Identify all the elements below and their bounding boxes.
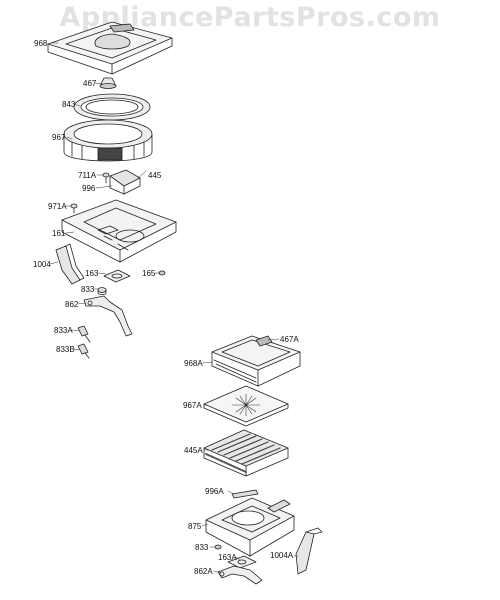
part-label-163a: 163A [218, 553, 237, 562]
part-label-711a: 711A [78, 171, 97, 180]
screw-833b-part [77, 343, 90, 359]
gasket-163a-part [227, 555, 257, 569]
part-label-843: 843 [62, 100, 76, 109]
part-label-833-lower: 833 [195, 543, 209, 552]
duct-1004-part [55, 243, 85, 285]
part-label-1004a: 1004A [270, 551, 294, 560]
part-label-996a: 996A [205, 487, 224, 496]
bracket-996-part [109, 169, 141, 195]
part-label-445a: 445A [184, 446, 203, 455]
part-label-996: 996 [82, 184, 96, 193]
air-cleaner-base-part [61, 199, 177, 263]
filter-sheet-967a-part [203, 385, 289, 427]
filter-445a-part [203, 429, 289, 477]
part-label-161: 161 [52, 229, 66, 238]
part-label-833: 833 [81, 285, 95, 294]
part-label-467: 467 [83, 79, 97, 88]
air-cleaner-cover-part [47, 21, 173, 75]
filter-ring-part [73, 93, 151, 121]
part-label-163: 163 [85, 269, 99, 278]
screw-971a-part [70, 203, 78, 214]
part-label-971a: 971A [48, 202, 67, 211]
link-862-part [83, 295, 133, 337]
base-875-part [205, 497, 295, 557]
nut-833-lower-part [214, 544, 222, 550]
cover-968a-part [211, 335, 301, 387]
part-label-967: 967 [52, 133, 66, 142]
knob-part [99, 77, 117, 89]
screw-711a-part [102, 172, 110, 184]
gasket-163-part [103, 269, 131, 283]
filter-base-part [63, 119, 153, 162]
part-label-968a: 968A [184, 359, 203, 368]
part-label-1004: 1004 [33, 260, 51, 269]
part-label-862a: 862A [194, 567, 213, 576]
part-label-968: 968 [34, 39, 48, 48]
screw-833a-part [77, 325, 91, 343]
leader-lines [49, 42, 299, 574]
part-label-467a: 467A [280, 335, 299, 344]
part-label-862: 862 [65, 300, 79, 309]
link-862a-part [217, 565, 263, 585]
duct-1004a-part [295, 527, 323, 575]
part-label-445: 445 [148, 171, 162, 180]
part-label-875: 875 [188, 522, 202, 531]
clip-996a-part [231, 489, 259, 499]
part-label-833a: 833A [54, 326, 73, 335]
part-label-833b: 833B [56, 345, 75, 354]
part-label-165: 165 [142, 269, 156, 278]
part-label-967a: 967A [183, 401, 202, 410]
nut-833-part [97, 287, 107, 295]
